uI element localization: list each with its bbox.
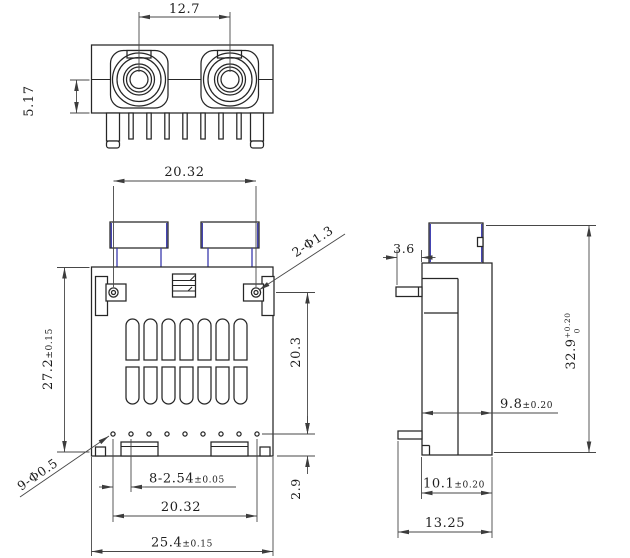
view-side: 3.6 32.9+0.200 9.8±0.20 10.1±0.20 13.25 — [383, 222, 596, 538]
thin-pin — [200, 112, 206, 140]
thick-pin — [105, 112, 121, 142]
vent-slot — [125, 366, 140, 405]
thin-pin — [236, 112, 242, 140]
dim-overall-height: 32.9+0.200 — [486, 225, 596, 453]
standoff-tab-left — [120, 441, 159, 457]
thin-pin — [128, 112, 134, 140]
dim-jack-center-height-text: 5.17 — [22, 85, 37, 116]
vent-slot-grid — [125, 318, 248, 405]
thick-pin-tip — [249, 140, 265, 149]
dim-pin-span: 20.32 — [113, 439, 258, 522]
vent-slot — [215, 366, 230, 405]
pin-hole — [128, 431, 134, 437]
top-view-pin-row — [105, 112, 265, 149]
dim-pin-edge-height-text: 2.9 — [288, 478, 303, 500]
view-front: 20.32 2-Φ1.3 27.2±0.15 20.3 2.9 — [14, 165, 346, 556]
vent-slot — [233, 318, 248, 361]
dim-flange-hole-span-text: 20.32 — [164, 165, 204, 180]
vent-slot — [233, 366, 248, 405]
corner-foot-left — [94, 446, 107, 457]
dim-body-width-text: 25.4±0.15 — [151, 536, 213, 551]
dim-base-depth-text: 10.1±0.20 — [423, 477, 485, 492]
thick-pin — [249, 112, 265, 142]
dim-upper-depth-text: 9.8±0.20 — [500, 397, 553, 412]
vent-slot — [179, 318, 194, 361]
center-marking-block — [171, 273, 197, 298]
view-top: 12.7 5.17 — [22, 2, 274, 149]
side-pin-lower — [397, 430, 423, 440]
dim-hole-drop: 20.3 — [262, 292, 315, 435]
pin-hole — [218, 431, 224, 437]
vent-slot — [179, 366, 194, 405]
dim-pin-pitch: 8-2.54±0.05 — [99, 439, 236, 522]
dim-body-width: 25.4±0.15 — [91, 457, 274, 556]
thick-pin-tip — [105, 140, 121, 149]
dim-jack-pitch-text: 12.7 — [169, 2, 200, 17]
leader-flange-hole-note-text: 2-Φ1.3 — [289, 222, 336, 260]
dim-jack-pitch: 12.7 — [138, 2, 231, 72]
vent-slot — [197, 318, 212, 361]
side-jack-cap — [428, 222, 484, 264]
pin-hole — [110, 431, 116, 437]
vent-slot — [125, 318, 140, 361]
dim-flange-hole-span: 20.32 — [113, 165, 257, 287]
dim-pin-pitch-text: 8-2.54±0.05 — [149, 472, 225, 487]
vent-slot — [161, 318, 176, 361]
vent-slot — [143, 366, 158, 405]
dim-hole-drop-text: 20.3 — [289, 336, 304, 367]
corner-foot-right — [259, 446, 271, 457]
pin-hole — [254, 431, 260, 437]
dim-overall-height-text: 32.9+0.200 — [563, 312, 582, 369]
dim-pin-protrusion: 3.6 — [383, 241, 436, 285]
dim-base-depth: 10.1±0.20 — [421, 457, 493, 538]
dim-pin-protrusion-text: 3.6 — [393, 241, 415, 256]
vent-slot — [215, 318, 230, 361]
jack-cap-left — [109, 221, 169, 267]
dim-pin-edge-height: 2.9 — [277, 416, 315, 500]
pin-hole — [200, 431, 206, 437]
vent-slot — [143, 318, 158, 361]
bottom-hole-row — [110, 431, 260, 437]
vent-slot — [161, 366, 176, 405]
pin-hole — [146, 431, 152, 437]
pin-hole — [182, 431, 188, 437]
dim-pin-span-text: 20.32 — [161, 500, 201, 515]
side-pin-upper — [395, 286, 423, 298]
dim-overall-depth: 13.25 — [397, 441, 492, 538]
dim-body-height-text: 27.2±0.15 — [41, 328, 56, 390]
pin-hole — [236, 431, 242, 437]
thin-pin — [182, 112, 188, 140]
side-body-outline — [421, 262, 493, 456]
dim-jack-center-height: 5.17 — [22, 79, 90, 117]
thin-pin — [146, 112, 152, 140]
thin-pin — [164, 112, 170, 140]
pin-hole — [164, 431, 170, 437]
dim-upper-depth: 9.8±0.20 — [422, 397, 558, 416]
standoff-tab-right — [210, 441, 249, 457]
thin-pin — [218, 112, 224, 140]
side-body-step-lines — [422, 277, 459, 455]
dim-overall-depth-text: 13.25 — [425, 516, 465, 531]
vent-slot — [197, 366, 212, 405]
corner-post-left — [94, 275, 127, 317]
jack-cap-right — [200, 221, 260, 267]
dim-body-height: 27.2±0.15 — [41, 267, 90, 453]
